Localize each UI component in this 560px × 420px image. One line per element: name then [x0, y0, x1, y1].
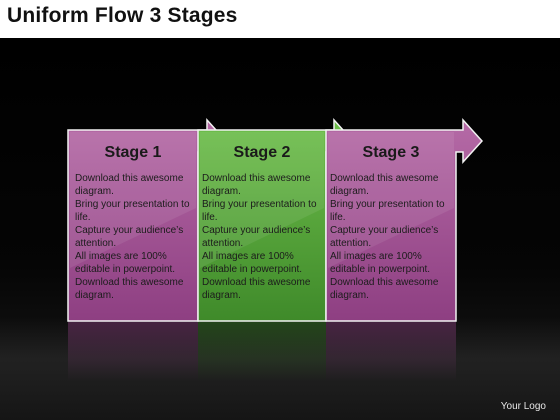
stage-1-title: Stage 1 — [104, 144, 162, 161]
stage-2-line-4: All images are 100% editable in powerpoi… — [202, 251, 303, 275]
stage-3-line-2: Bring your presentation to life. — [330, 199, 445, 223]
stage-1-line-2: Bring your presentation to life. — [75, 199, 190, 223]
flow-arrows — [67, 118, 484, 381]
stage-2-title: Stage 2 — [233, 144, 291, 161]
stage-3-body: Download this awesome diagram. Bring you… — [330, 172, 456, 302]
stage-1-reflection — [68, 321, 198, 381]
stage-3-reflection — [326, 321, 456, 381]
stage-3-line-1: Download this awesome diagram. — [330, 173, 439, 197]
slide-title: Uniform Flow 3 Stages — [7, 4, 238, 27]
logo-placeholder: Your Logo — [500, 401, 546, 412]
stage-2-line-5: Download this awesome diagram. — [202, 277, 311, 301]
stage-3-arrow — [325, 118, 484, 322]
stage-2-reflection — [198, 321, 326, 381]
stage-1-line-5: Download this awesome diagram. — [75, 277, 184, 301]
stage-2-line-2: Bring your presentation to life. — [202, 199, 317, 223]
stage-3-title: Stage 3 — [362, 144, 420, 161]
stage-1-gloss — [70, 132, 196, 268]
diagram-canvas: Stage 1 Stage 2 Stage 3 Download this aw… — [0, 38, 560, 420]
stage-2-gloss — [200, 132, 324, 268]
stage-1-body: Download this awesome diagram. Bring you… — [75, 172, 201, 302]
stage-2-line-1: Download this awesome diagram. — [202, 173, 311, 197]
stage-2-body: Download this awesome diagram. Bring you… — [202, 172, 324, 302]
stage-1-line-3: Capture your audience’s attention. — [75, 225, 184, 249]
stage-3-line-5: Download this awesome diagram. — [330, 277, 439, 301]
stage-1-line-1: Download this awesome diagram. — [75, 173, 184, 197]
stage-3-line-3: Capture your audience’s attention. — [330, 225, 439, 249]
stage-2-line-3: Capture your audience’s attention. — [202, 225, 311, 249]
stage-3-line-4: All images are 100% editable in powerpoi… — [330, 251, 431, 275]
stage-1-line-4: All images are 100% editable in powerpoi… — [75, 251, 176, 275]
stage-3-gloss — [328, 132, 454, 268]
